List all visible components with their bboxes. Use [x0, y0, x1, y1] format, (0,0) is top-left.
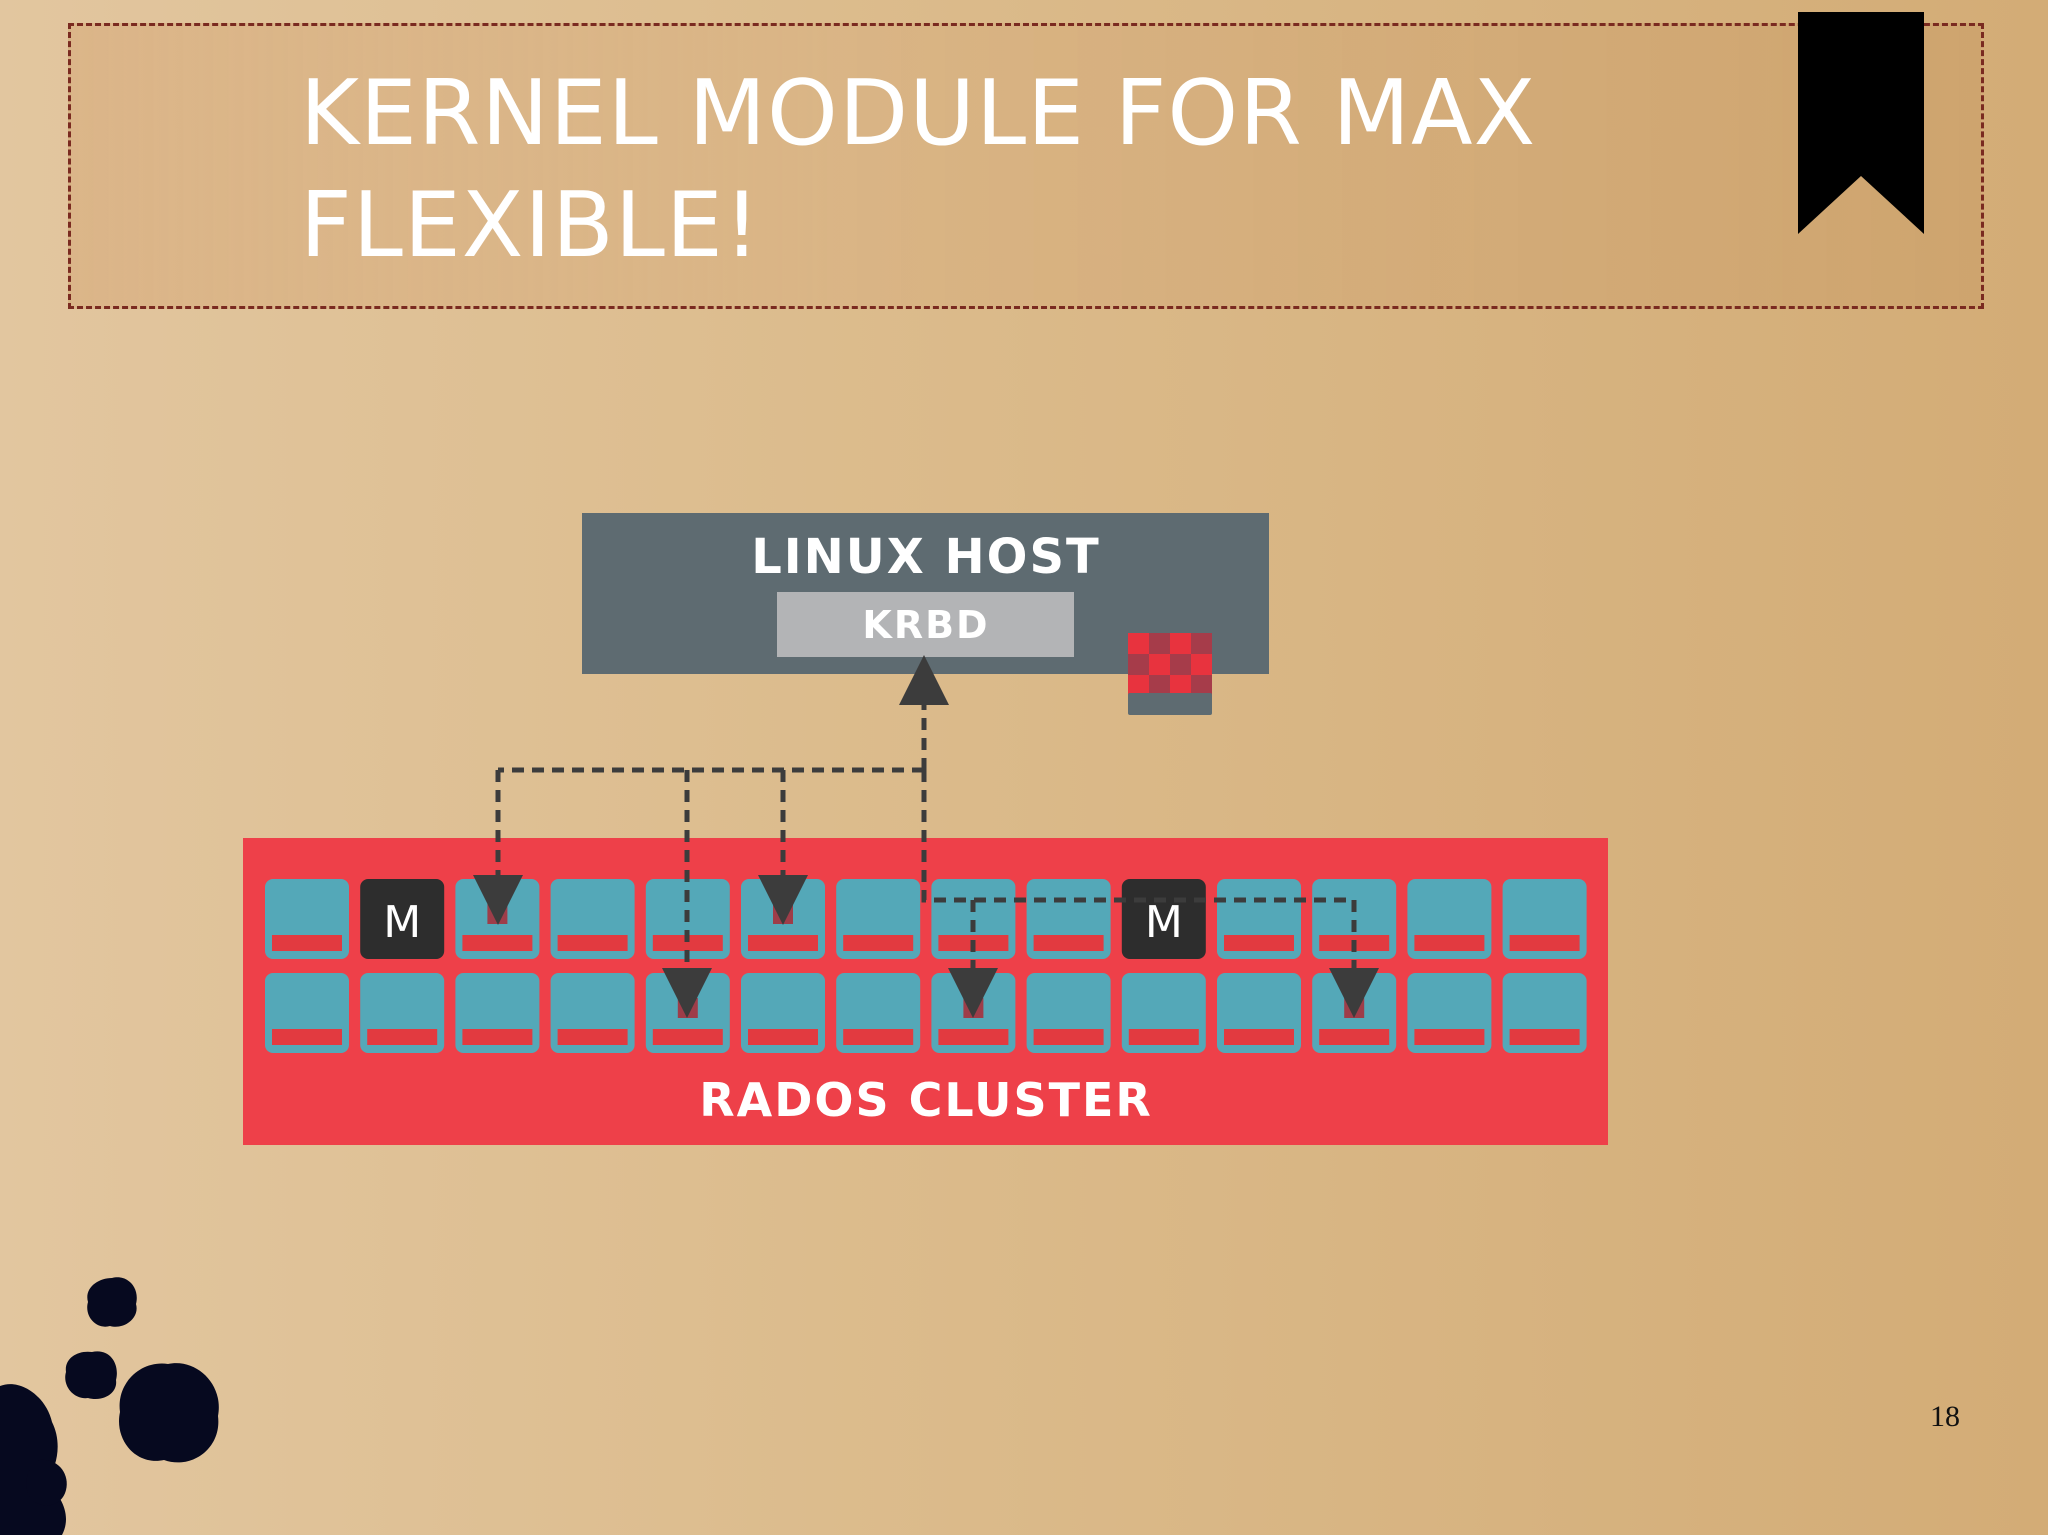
image-checker-cell	[1128, 675, 1149, 696]
image-checker-cell	[1149, 633, 1170, 654]
object-square	[487, 904, 508, 924]
image-base	[1128, 693, 1212, 715]
monitor-label: M	[383, 897, 421, 948]
osd-disk-bar	[843, 1029, 914, 1045]
image-checker-cell	[1128, 654, 1149, 675]
image-checker-cell	[1170, 654, 1191, 675]
image-checker-cell	[1149, 675, 1170, 696]
image-checker-cell	[1191, 633, 1212, 654]
arrow-bus-lower	[921, 770, 1354, 903]
osd-disk-bar	[272, 1029, 342, 1045]
krbd-label: KRBD	[862, 603, 989, 647]
linux-host-label: LINUX HOST	[751, 529, 1101, 585]
object-square	[1344, 998, 1365, 1018]
osd-disk-bar	[1033, 935, 1104, 951]
bookmark-icon	[1798, 12, 1924, 234]
image-checker-cell	[1170, 633, 1191, 654]
osd-disk-bar	[1509, 935, 1580, 951]
data-path-arrows	[473, 655, 1379, 1018]
page-number: 18	[1930, 1400, 1960, 1433]
slide-title-line-1: KERNEL MODULE FOR MAX	[300, 61, 1537, 166]
object-square	[773, 904, 793, 924]
osd-disk-bar	[748, 1029, 818, 1045]
osd-disk-bar	[1033, 1029, 1104, 1045]
rados-cluster-label: RADOS CLUSTER	[699, 1073, 1153, 1127]
osd-disk-bar	[1128, 1029, 1199, 1045]
osd-disk-bar	[1319, 1029, 1390, 1045]
osd-disk-bar	[1414, 1029, 1485, 1045]
slide-title-line-2: FLEXIBLE!	[300, 173, 761, 278]
image-checker-cell	[1170, 675, 1191, 696]
rbd-image-icon	[1128, 633, 1212, 715]
osd-disk-bar	[462, 935, 533, 951]
osd-disk-bar	[1224, 1029, 1294, 1045]
monitor-label: M	[1145, 897, 1183, 948]
osd-disk-bar	[1509, 1029, 1580, 1045]
image-checker-cell	[1128, 633, 1149, 654]
object-square	[677, 998, 698, 1018]
image-checker-cell	[1191, 675, 1212, 696]
osd-disk-bar	[652, 1029, 723, 1045]
image-checker-cell	[1191, 654, 1212, 675]
osd-disk-bar	[843, 935, 914, 951]
osd-disk-bar	[652, 935, 723, 951]
image-checker-cell	[1149, 654, 1170, 675]
osd-disk-bar	[1414, 935, 1485, 951]
object-square	[963, 998, 984, 1018]
osd-disk-bar	[367, 1029, 438, 1045]
osd-disk-bar	[1224, 935, 1294, 951]
osd-disk-bar	[462, 1029, 533, 1045]
osd-disk-bar	[938, 1029, 1009, 1045]
monitor-node	[360, 879, 445, 959]
krbd-box	[777, 592, 1074, 657]
osd-disk-bar	[557, 1029, 628, 1045]
title-banner	[68, 23, 1984, 309]
ink-splatter-decoration	[0, 1277, 219, 1535]
osd-disk-bar	[272, 935, 342, 951]
osd-disk-bar	[748, 935, 818, 951]
slide-title: KERNEL MODULE FOR MAX FLEXIBLE!	[300, 58, 1600, 282]
osd-disk-bar	[557, 935, 628, 951]
